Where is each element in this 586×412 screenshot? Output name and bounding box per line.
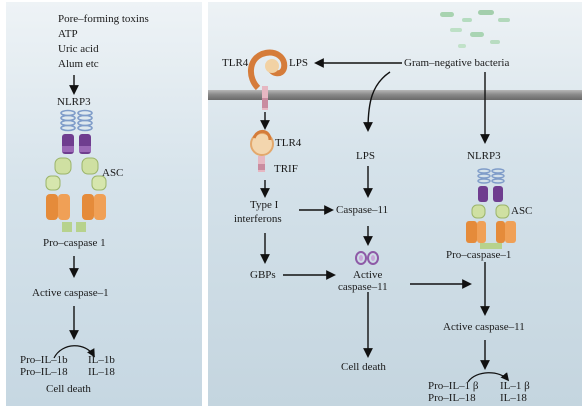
trif-label: TRIF [274,163,298,175]
il1b-label: IL–1b [88,354,115,366]
pro-caspase-1-label-right: Pro–caspase–1 [446,249,512,261]
active-caspase-1-label: Active caspase–1 [32,287,109,299]
nlrp3-complex-left [45,109,107,232]
type1-interferons-label: Type I [250,199,279,211]
pro-il1b-label: Pro–IL–1b [20,354,68,366]
gbps-label: GBPs [250,269,276,281]
il18-label: IL–18 [88,366,115,378]
nlrp3-label-right: NLRP3 [467,150,501,162]
asc-label-right: ASC [511,205,533,217]
stimulus-text: Uric acid [58,43,99,55]
pro-il18-label: Pro–IL–18 [20,366,68,378]
il1b-label-right: IL–1 β [500,380,530,392]
tlr4-inner-icon [250,130,274,172]
stimulus-text: ATP [58,28,78,40]
stimulus-text: Pore–forming toxins [58,13,149,25]
lps-label-top: LPS [289,57,308,69]
tlr4-receptor-icon [248,49,288,110]
cell-membrane [208,90,582,100]
bacteria-icon [440,10,510,48]
nlrp3-label-left: NLRP3 [57,96,91,108]
il18-label-right: IL–18 [500,392,527,404]
lrr-rings-icon [60,109,93,132]
asc-label-left: ASC [102,167,124,179]
pro-il1b-label-right: Pro–IL–1 β [428,380,479,392]
tlr4-label-inner: TLR4 [275,137,302,149]
active-caspase-11-label: caspase–11 [338,281,388,293]
type1-interferons-label: interferons [234,213,282,225]
cell-death-label-right: Cell death [341,361,386,373]
lps-label-inner: LPS [356,150,375,162]
active-caspase-11-label: Active [353,269,383,281]
caspase-11-icon [355,251,379,265]
tlr4-label-top: TLR4 [222,57,249,69]
pro-il18-label-right: Pro–IL–18 [428,392,476,404]
lrr-rings-icon [477,168,505,184]
caspase-11-label: Caspase–11 [336,204,389,216]
stimulus-text: Alum etc [58,58,99,70]
active-caspase-1-label-right: Active caspase–11 [443,321,525,333]
bacteria-label: Gram–negative bacteria [404,57,510,69]
cell-death-label-left: Cell death [46,383,91,395]
pro-caspase-1-label: Pro–caspase 1 [43,237,106,249]
nlrp3-complex-right [466,168,516,249]
